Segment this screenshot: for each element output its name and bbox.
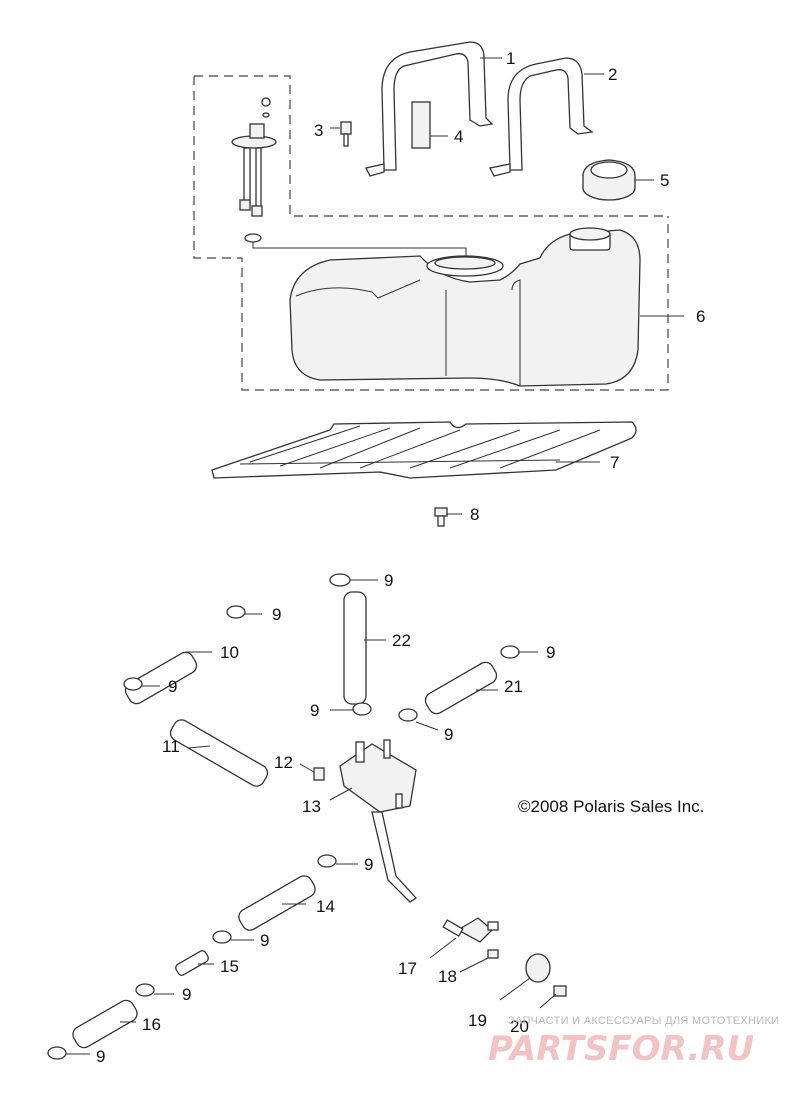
callout-14: 14 — [316, 897, 335, 916]
valve-assembly-lower — [442, 917, 567, 997]
callout-10: 10 — [220, 643, 239, 662]
hose-10 — [124, 651, 198, 705]
callout-22: 22 — [392, 631, 411, 650]
hose-16 — [72, 999, 138, 1049]
callout-16: 16 — [142, 1015, 161, 1034]
fitting-15 — [175, 950, 209, 976]
callout-1: 1 — [506, 49, 515, 68]
leader-lines — [66, 57, 684, 1055]
callout-9-g: 9 — [364, 855, 373, 874]
watermark-logo: PARTSFOR.RU — [488, 1029, 754, 1069]
tank-strap-left — [365, 41, 494, 177]
hose-11 — [169, 719, 269, 787]
copyright-notice: ©2008 Polaris Sales Inc. — [518, 797, 704, 816]
callout-9-d: 9 — [546, 643, 555, 662]
callout-6: 6 — [696, 307, 705, 326]
assembly-boundary-lower — [193, 76, 669, 391]
callout-19: 19 — [468, 1011, 487, 1030]
callout-9-e: 9 — [310, 701, 319, 720]
callout-9-a: 9 — [384, 571, 393, 590]
fuel-cap — [582, 159, 636, 201]
callout-4: 4 — [454, 127, 463, 146]
fuel-valve — [339, 739, 417, 903]
callout-9-f: 9 — [444, 725, 453, 744]
callout-21: 21 — [504, 677, 523, 696]
hose-21 — [424, 661, 498, 715]
watermark-tagline: ЗАПЧАСТИ И АКСЕССУАРЫ ДЛЯ МОТОТЕХНИКИ — [508, 1015, 779, 1027]
hose-clamps — [47, 573, 520, 1060]
strap-pad — [411, 101, 431, 149]
callout-9-b: 9 — [272, 605, 281, 624]
callout-9-c: 9 — [168, 677, 177, 696]
callout-3: 3 — [314, 121, 323, 140]
callout-18: 18 — [438, 967, 457, 986]
fuel-sender — [231, 97, 467, 258]
skid-plate — [211, 421, 637, 479]
callout-17: 17 — [398, 959, 417, 978]
callout-8: 8 — [470, 505, 479, 524]
callout-15: 15 — [220, 957, 239, 976]
hose-14 — [238, 875, 316, 931]
fuel-tank — [289, 227, 641, 387]
callout-7: 7 — [610, 453, 619, 472]
callout-20: 20 — [510, 1017, 529, 1036]
fitting-12 — [313, 767, 325, 781]
tank-strap-right — [489, 57, 594, 177]
callout-9-i: 9 — [182, 985, 191, 1004]
callout-9-j: 9 — [96, 1047, 105, 1066]
skid-plate-bolt — [434, 507, 448, 527]
assembly-boundary-upper — [194, 75, 666, 217]
callout-9-h: 9 — [260, 931, 269, 950]
callout-2: 2 — [608, 65, 617, 84]
callout-11: 11 — [162, 737, 180, 756]
callout-5: 5 — [660, 171, 669, 190]
callout-12: 12 — [274, 753, 293, 772]
callout-13: 13 — [302, 797, 321, 816]
hose-22 — [343, 591, 367, 705]
strap-bolt — [340, 121, 352, 147]
